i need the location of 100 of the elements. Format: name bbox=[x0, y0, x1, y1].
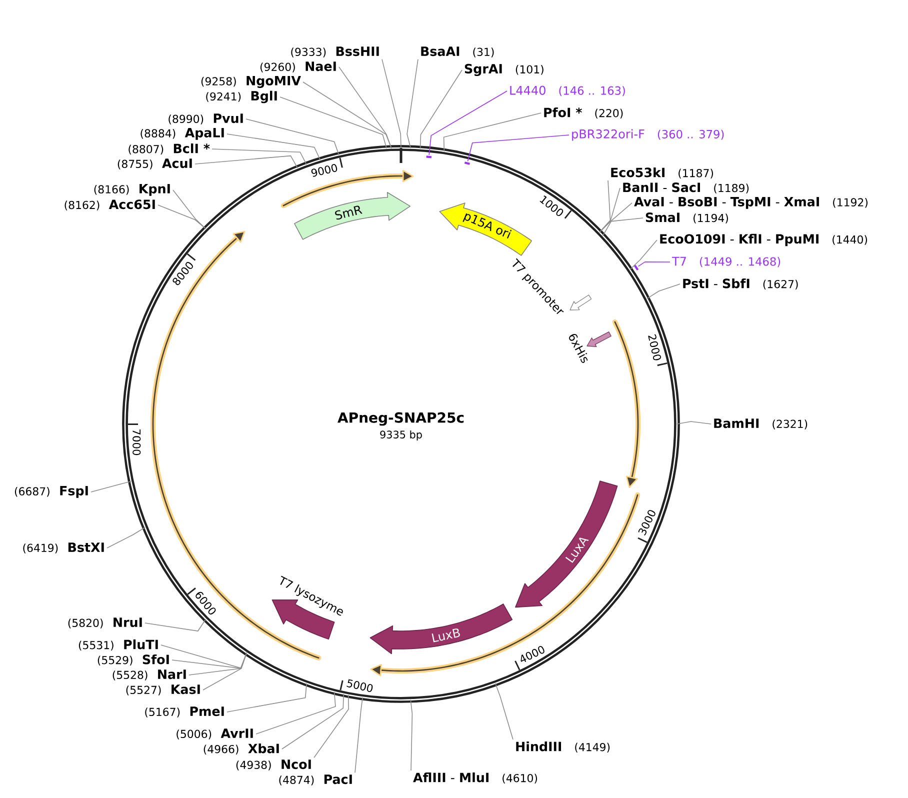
enzyme-name: PstI - SbfI bbox=[683, 278, 750, 288]
leader-line bbox=[302, 82, 392, 149]
base-position: (4149) bbox=[575, 742, 610, 753]
enzyme-name: BsaAI bbox=[421, 46, 460, 56]
leader-line bbox=[90, 480, 132, 492]
base-position: (4938) bbox=[236, 760, 271, 770]
enzyme-name: NcoI bbox=[282, 760, 311, 770]
leader-line bbox=[646, 284, 680, 300]
primer-name: T7 bbox=[672, 256, 686, 266]
scale-number: 3000 bbox=[638, 510, 656, 536]
leader-line bbox=[282, 694, 344, 750]
scale-number: 4000 bbox=[520, 646, 544, 662]
enzyme-name: BanII - SacI bbox=[623, 182, 700, 192]
enzyme-name: NruI bbox=[114, 618, 142, 628]
enzyme-name: PvuI bbox=[214, 114, 243, 124]
leader-line bbox=[188, 652, 248, 676]
leader-line bbox=[106, 526, 146, 548]
enzyme-name: AvrII bbox=[220, 728, 253, 738]
leader-line bbox=[256, 691, 336, 734]
base-position: (4610) bbox=[502, 774, 538, 784]
enzyme-name: AflIII - MluI bbox=[413, 772, 488, 782]
scale-number: 7000 bbox=[132, 430, 141, 456]
base-position: (2321) bbox=[772, 420, 808, 430]
base-position: (5006) bbox=[176, 730, 212, 740]
plasmid-name: APneg-SNAP25c bbox=[338, 412, 464, 426]
base-position: (8755) bbox=[118, 160, 152, 170]
base-position: (31) bbox=[473, 48, 494, 58]
primer-mark bbox=[426, 156, 432, 158]
enzyme-name: PacI bbox=[324, 774, 352, 784]
enzyme-name: Acc65I bbox=[108, 200, 155, 210]
primer-name: L4440 bbox=[510, 86, 546, 95]
leader-line bbox=[226, 134, 321, 160]
enzyme-name: NgoMIV bbox=[246, 76, 301, 88]
gene-feature: LuxB bbox=[370, 604, 513, 654]
base-position: (8166) bbox=[94, 184, 129, 195]
base-position: (5529) bbox=[98, 656, 132, 666]
base-position: (5167) bbox=[145, 708, 180, 718]
base-position: (5531) bbox=[78, 640, 114, 651]
scale-number: 5000 bbox=[346, 679, 373, 692]
base-position: (101) bbox=[516, 65, 544, 75]
scale-number: 9000 bbox=[311, 164, 338, 177]
base-position: (1192) bbox=[833, 198, 868, 208]
leader-line bbox=[246, 118, 340, 156]
enzyme-name: AvaI - BsoBI - TspMI - XmaI bbox=[634, 197, 819, 209]
leader-line bbox=[443, 112, 542, 152]
leader-line bbox=[160, 644, 248, 669]
base-position: (9241) bbox=[206, 92, 241, 102]
plasmid-length: 9335 bp bbox=[380, 430, 422, 440]
gene-feature: p15A ori bbox=[439, 202, 532, 256]
base-position: (5528) bbox=[112, 670, 148, 680]
primer-mark bbox=[634, 264, 639, 270]
base-position: (1440) bbox=[832, 235, 868, 245]
enzyme-name: BstXI bbox=[68, 542, 104, 552]
enzyme-name: NaeI bbox=[306, 62, 336, 72]
enzyme-name: PmeI bbox=[190, 706, 224, 716]
enzyme-name: PluTI bbox=[124, 639, 158, 650]
enzyme-name: NarI bbox=[158, 670, 186, 680]
base-position: (220) bbox=[595, 108, 623, 119]
enzyme-name: KasI bbox=[172, 684, 200, 694]
primer-position: (360 .. 379) bbox=[658, 130, 724, 140]
base-position: (5527) bbox=[126, 686, 161, 696]
enzyme-name: FspI bbox=[60, 486, 88, 498]
leader-line bbox=[495, 682, 514, 740]
scale-number: 2000 bbox=[648, 334, 661, 360]
primer-name: pBR322ori-F bbox=[572, 129, 644, 141]
enzyme-name: AcuI bbox=[162, 158, 192, 168]
leader-line bbox=[280, 96, 387, 149]
leader-line bbox=[212, 148, 308, 166]
primer-position: (1449 .. 1468) bbox=[700, 257, 780, 268]
leader-line bbox=[338, 66, 392, 149]
base-position: (8990) bbox=[168, 114, 204, 124]
leader-line bbox=[410, 699, 413, 771]
enzyme-name: BssHII bbox=[336, 46, 379, 56]
leader-line bbox=[638, 261, 670, 267]
base-position: (6419) bbox=[23, 544, 58, 554]
enzyme-name: BclI * bbox=[174, 143, 210, 154]
leader-line bbox=[428, 90, 508, 156]
feature-label: 6xHis bbox=[569, 334, 588, 363]
gene-feature: SmR bbox=[294, 192, 411, 240]
leader-line bbox=[354, 696, 363, 774]
leader-line bbox=[226, 682, 308, 712]
base-position: (4874) bbox=[279, 776, 314, 786]
base-position: (1189) bbox=[714, 184, 749, 194]
leader-line bbox=[599, 180, 611, 233]
enzyme-name: ApaLI bbox=[184, 128, 224, 140]
base-position: (9333) bbox=[291, 48, 326, 58]
leader-line bbox=[314, 694, 349, 758]
base-position: (1194) bbox=[694, 214, 728, 224]
primer-position: (146 .. 163) bbox=[559, 86, 625, 96]
base-position: (1627) bbox=[763, 280, 798, 290]
leader-line bbox=[202, 652, 248, 690]
leader-line bbox=[676, 421, 712, 424]
primer-mark bbox=[464, 162, 470, 165]
enzyme-name: BamHI bbox=[714, 418, 759, 428]
enzyme-name: HindIII bbox=[516, 741, 562, 752]
enzyme-name: BglI bbox=[251, 90, 277, 104]
base-position: (5820) bbox=[68, 618, 103, 628]
leader-line bbox=[599, 202, 632, 233]
base-position: (6687) bbox=[14, 486, 50, 497]
base-position: (1187) bbox=[678, 168, 714, 179]
